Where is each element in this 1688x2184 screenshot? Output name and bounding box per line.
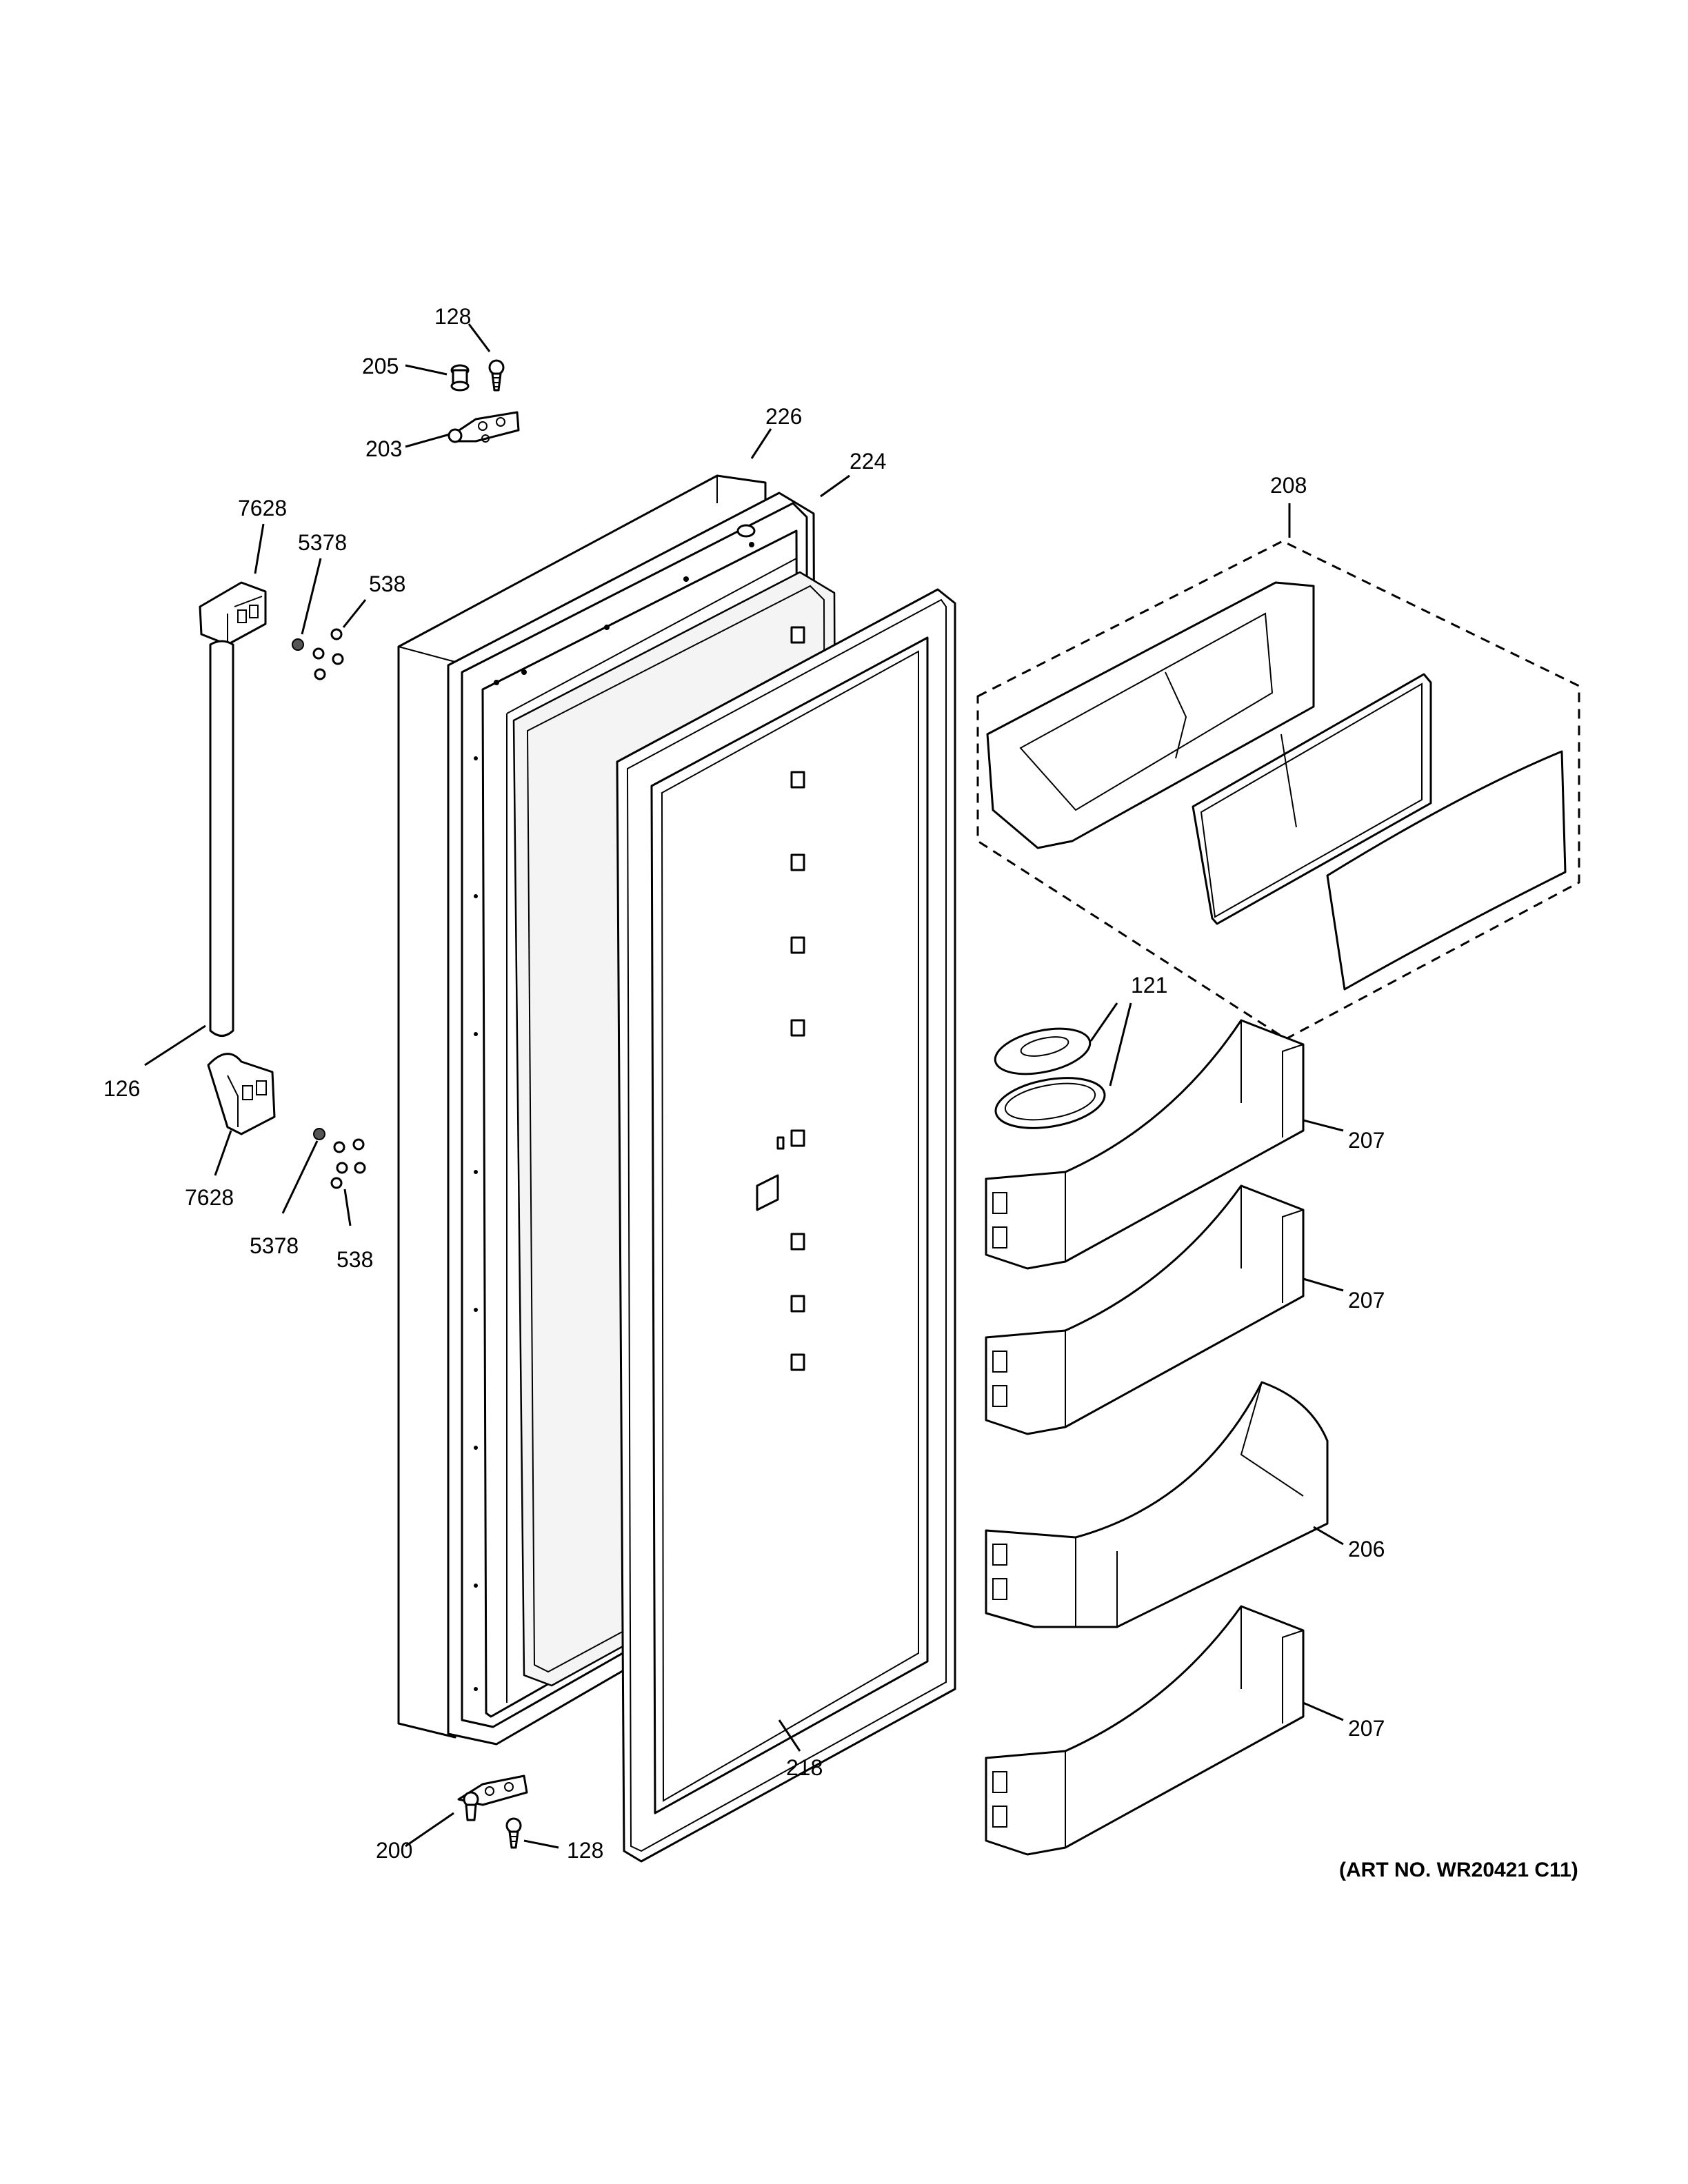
callout-203: 203	[365, 436, 402, 461]
callout-128-bottom: 128	[567, 1838, 603, 1863]
callout-226: 226	[765, 404, 802, 429]
callout-7628-top: 7628	[238, 496, 287, 520]
gasket-121-bottom	[994, 1077, 1106, 1129]
bottom-hinge-200	[457, 1775, 528, 1821]
cover-121-top	[994, 1027, 1092, 1075]
door-bin-207-3	[985, 1605, 1305, 1856]
door-bin-207-1	[985, 1019, 1305, 1270]
screw-128-bottom	[505, 1817, 522, 1849]
screw-128-top	[488, 359, 505, 392]
callout-206: 206	[1348, 1537, 1385, 1561]
callout-208: 208	[1270, 473, 1307, 498]
art-number: (ART NO. WR20421 C11)	[1339, 1859, 1578, 1881]
callout-538-bottom: 538	[336, 1247, 373, 1272]
callout-128-top: 128	[434, 304, 471, 329]
nut-5378-top	[292, 638, 304, 651]
dairy-compartment-assembly-208	[976, 540, 1580, 1040]
handle-mount-7628-top	[199, 581, 267, 646]
callout-224: 224	[850, 449, 886, 474]
callout-207-2: 207	[1348, 1288, 1385, 1313]
callout-7628-bottom: 7628	[185, 1185, 234, 1210]
callout-labels: 128 205 203 226 224 208 7628 5378 538 12…	[103, 304, 1385, 1863]
callout-207-3: 207	[1348, 1716, 1385, 1741]
callout-5378-top: 5378	[298, 530, 347, 555]
callout-207-1: 207	[1348, 1128, 1385, 1153]
door-bin-206	[985, 1381, 1329, 1628]
liner-shelf-clips	[756, 626, 805, 1371]
handle-mount-7628-bottom	[207, 1053, 276, 1135]
callout-121: 121	[1131, 973, 1167, 998]
callout-205: 205	[362, 354, 399, 378]
callout-200: 200	[376, 1838, 412, 1863]
handle-bar-126	[209, 640, 234, 1037]
top-hinge-203	[448, 411, 520, 443]
nut-5378-bottom	[313, 1128, 325, 1140]
hinge-pin-205	[450, 364, 470, 392]
door-top-hole	[736, 524, 756, 538]
callout-218: 218	[786, 1755, 823, 1780]
door-bin-207-2	[985, 1184, 1305, 1435]
callout-538-top: 538	[369, 572, 405, 596]
screws-538-bottom	[330, 1138, 366, 1189]
door-gasket-218	[616, 588, 956, 1863]
callout-126: 126	[103, 1076, 140, 1101]
screws-538-top	[312, 628, 344, 680]
leader-lines	[144, 323, 1344, 1849]
liner-fastener-holes	[474, 542, 754, 1691]
callout-5378-bottom: 5378	[250, 1233, 299, 1258]
